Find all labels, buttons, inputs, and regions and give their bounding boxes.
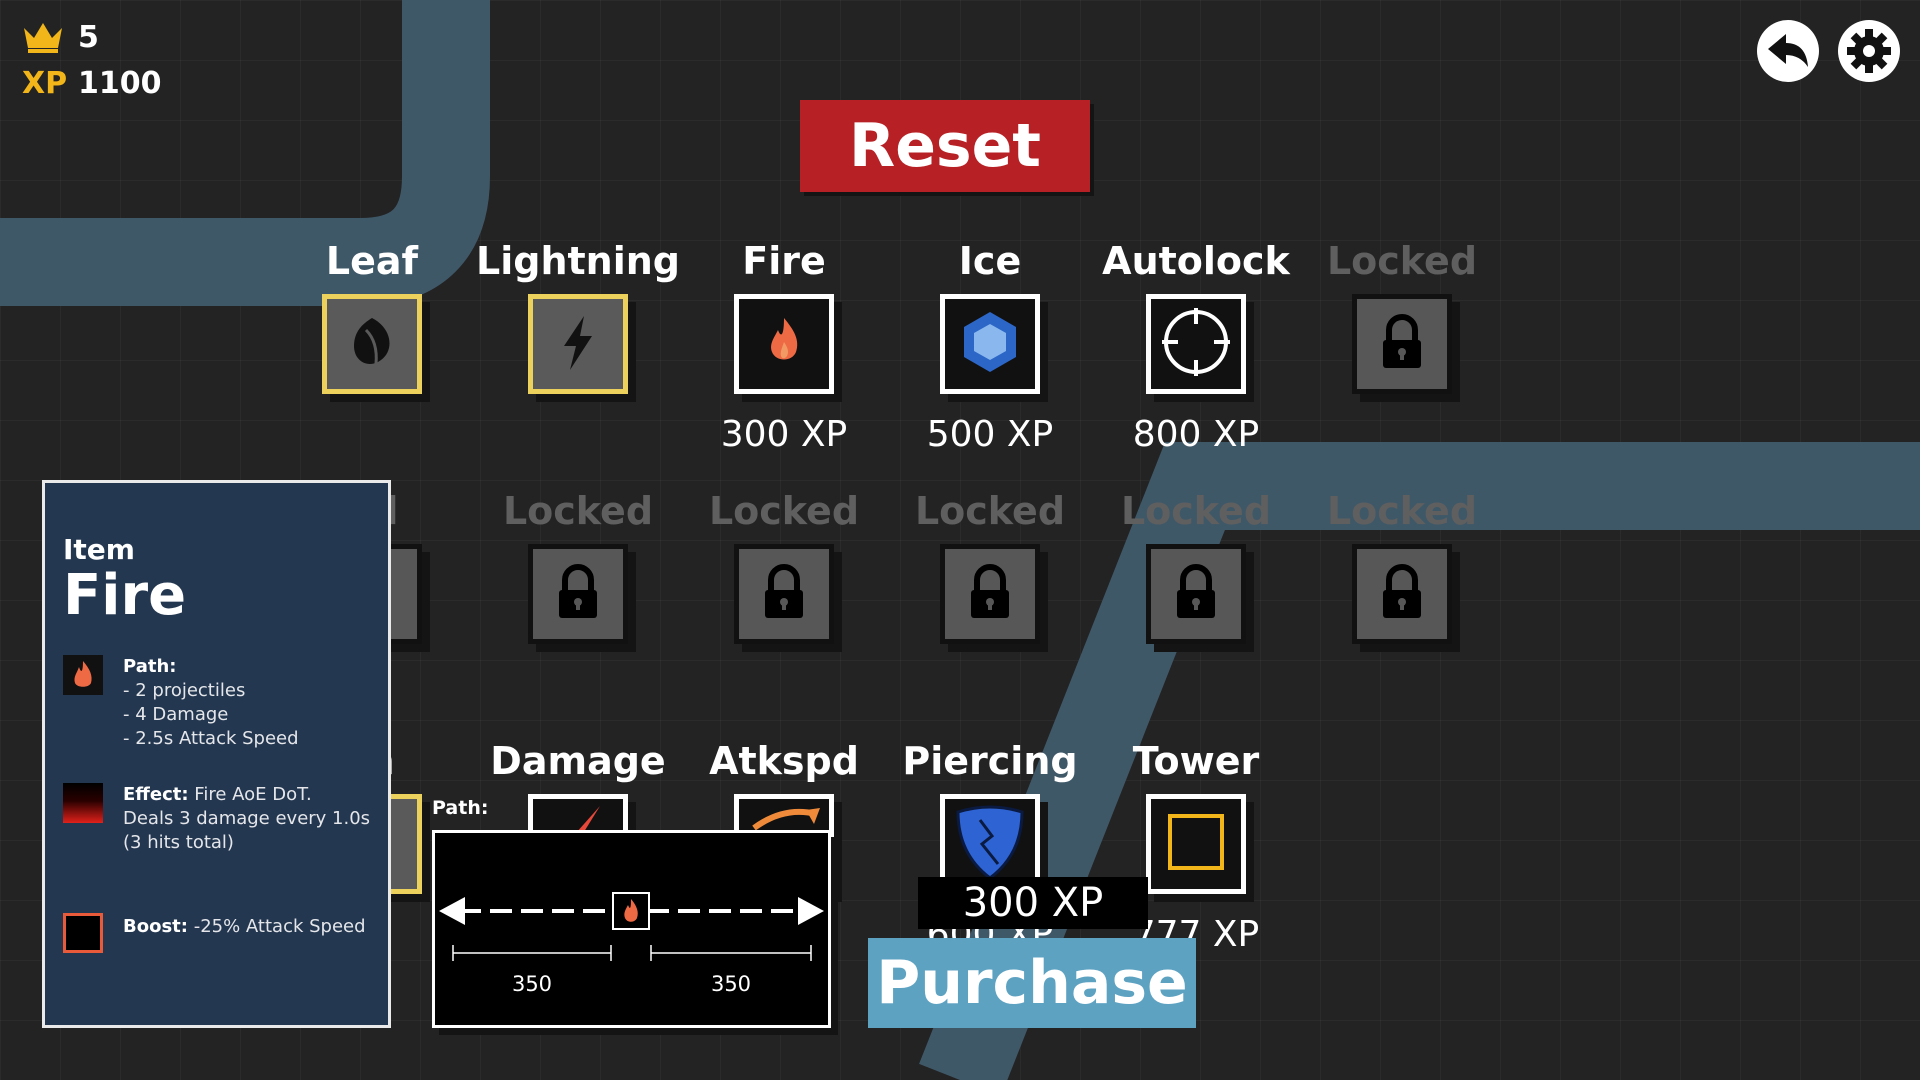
upgrade-icon-box[interactable] [1146,294,1246,394]
info-title: Fire [63,563,187,628]
upgrade-label: Ice [958,239,1022,283]
right-arrow-icon [798,897,824,925]
upgrade-label: Fire [742,239,826,283]
right-distance: 350 [711,972,751,996]
resource-hud: 5 XP 1100 [22,14,162,106]
lock-icon [759,562,809,626]
info-effect-label: Effect: [123,784,189,805]
upgrade-label: Locked [1326,489,1478,533]
upgrade-icon-box[interactable] [1352,294,1452,394]
info-boost-label: Boost: [123,916,188,937]
upgrade-icon-box[interactable] [734,544,834,644]
xp-value: 1100 [78,65,162,101]
upgrade-cost: 800 XP [1132,414,1260,455]
lock-icon [1377,562,1427,626]
left-distance: 350 [512,972,552,996]
upgrade-cell-leaf[interactable]: Leaf [267,236,477,394]
item-info-panel: Item Fire Path: - 2 projectiles - 4 Dama… [42,480,391,1028]
leaf-icon [342,312,402,376]
upgrade-label: Leaf [325,239,419,283]
upgrade-label: Locked [914,489,1066,533]
shield-icon [952,802,1028,886]
upgrade-label: Tower [1132,739,1260,783]
upgrade-icon-box[interactable] [940,544,1040,644]
upgrade-label: Atkspd [709,739,859,783]
upgrade-cell-locked[interactable]: Locked [885,486,1095,644]
info-boost-text: -25% Attack Speed [193,916,366,937]
upgrade-icon-box[interactable] [940,294,1040,394]
crown-icon [24,23,62,53]
info-kicker: Item [63,533,135,566]
info-path-line: - 2.5s Attack Speed [123,728,299,749]
info-path-label: Path: [123,656,177,677]
upgrade-cell-locked[interactable]: Locked [1091,486,1301,644]
effect-gradient-icon [63,783,103,823]
xp-label: XP [22,65,68,101]
back-arrow-icon [1768,34,1808,67]
upgrade-cost: 500 XP [926,414,1054,455]
upgrade-cell-fire[interactable]: Fire 300 XP [679,236,889,460]
upgrade-cell-lightning[interactable]: Lightning [473,236,683,394]
lightning-icon [548,312,608,376]
path-preview-panel: 350 350 [432,830,831,1028]
upgrade-label: Piercing [902,739,1078,783]
path-preview-caption: Path: [432,797,489,819]
settings-button[interactable] [1838,20,1900,82]
upgrade-cell-locked[interactable]: Locked [679,486,889,644]
upgrade-icon-box[interactable] [1146,544,1246,644]
upgrade-label: Locked [708,489,860,533]
ice-icon [955,307,1025,381]
upgrade-label: Locked [1326,239,1478,283]
info-effect-text: Fire AoE DoT. [194,784,312,805]
upgrade-cell-locked[interactable]: Locked [1297,486,1507,644]
back-button[interactable] [1757,20,1819,82]
purchase-button[interactable]: Purchase [868,938,1196,1028]
upgrade-cell-locked[interactable]: Locked [1297,236,1507,394]
upgrade-cell-ice[interactable]: Ice 500 XP [885,236,1095,460]
atkspd-icon [744,802,824,886]
reset-button[interactable]: Reset [800,100,1090,192]
purchase-cost: 300 XP [918,877,1148,929]
upgrade-label: Damage [490,739,666,783]
upgrade-label: Lightning [476,239,680,283]
gear-icon [1847,29,1891,73]
boost-icon [63,913,103,953]
upgrade-icon-box[interactable] [322,294,422,394]
upgrade-label: Locked [1120,489,1272,533]
info-effect-row: Effect: Fire AoE DoT. Deals 3 damage eve… [63,783,370,855]
path-diagram: 350 350 [439,892,824,996]
upgrade-icon-box[interactable] [528,544,628,644]
lock-icon [1171,562,1221,626]
info-path-line: - 4 Damage [123,704,229,725]
tower-icon [1164,810,1228,878]
info-effect-line: (3 hits total) [123,832,234,853]
lock-icon [1377,312,1427,376]
upgrade-label: Locked [502,489,654,533]
upgrade-icon-box[interactable] [734,294,834,394]
upgrade-icon-box[interactable] [1146,794,1246,894]
crown-count: 5 [78,19,99,55]
upgrade-label: Autolock [1102,239,1290,283]
upgrade-cell-autolock[interactable]: Autolock 800 XP [1091,236,1301,460]
lock-icon [553,562,603,626]
fire-icon [612,892,650,930]
upgrade-icon-box[interactable] [528,294,628,394]
info-effect-line: Deals 3 damage every 1.0s [123,808,371,829]
left-arrow-icon [439,897,465,925]
info-path-line: - 2 projectiles [123,680,246,701]
upgrade-cell-locked[interactable]: Locked [473,486,683,644]
upgrade-cost: 300 XP [720,414,848,455]
fire-icon [63,655,103,695]
crosshair-icon [1158,304,1234,384]
fire-icon [754,312,814,376]
upgrade-icon-box[interactable] [1352,544,1452,644]
lock-icon [965,562,1015,626]
info-boost-row: Boost: -25% Attack Speed [63,913,366,953]
info-path-row: Path: - 2 projectiles - 4 Damage - 2.5s … [63,655,299,751]
